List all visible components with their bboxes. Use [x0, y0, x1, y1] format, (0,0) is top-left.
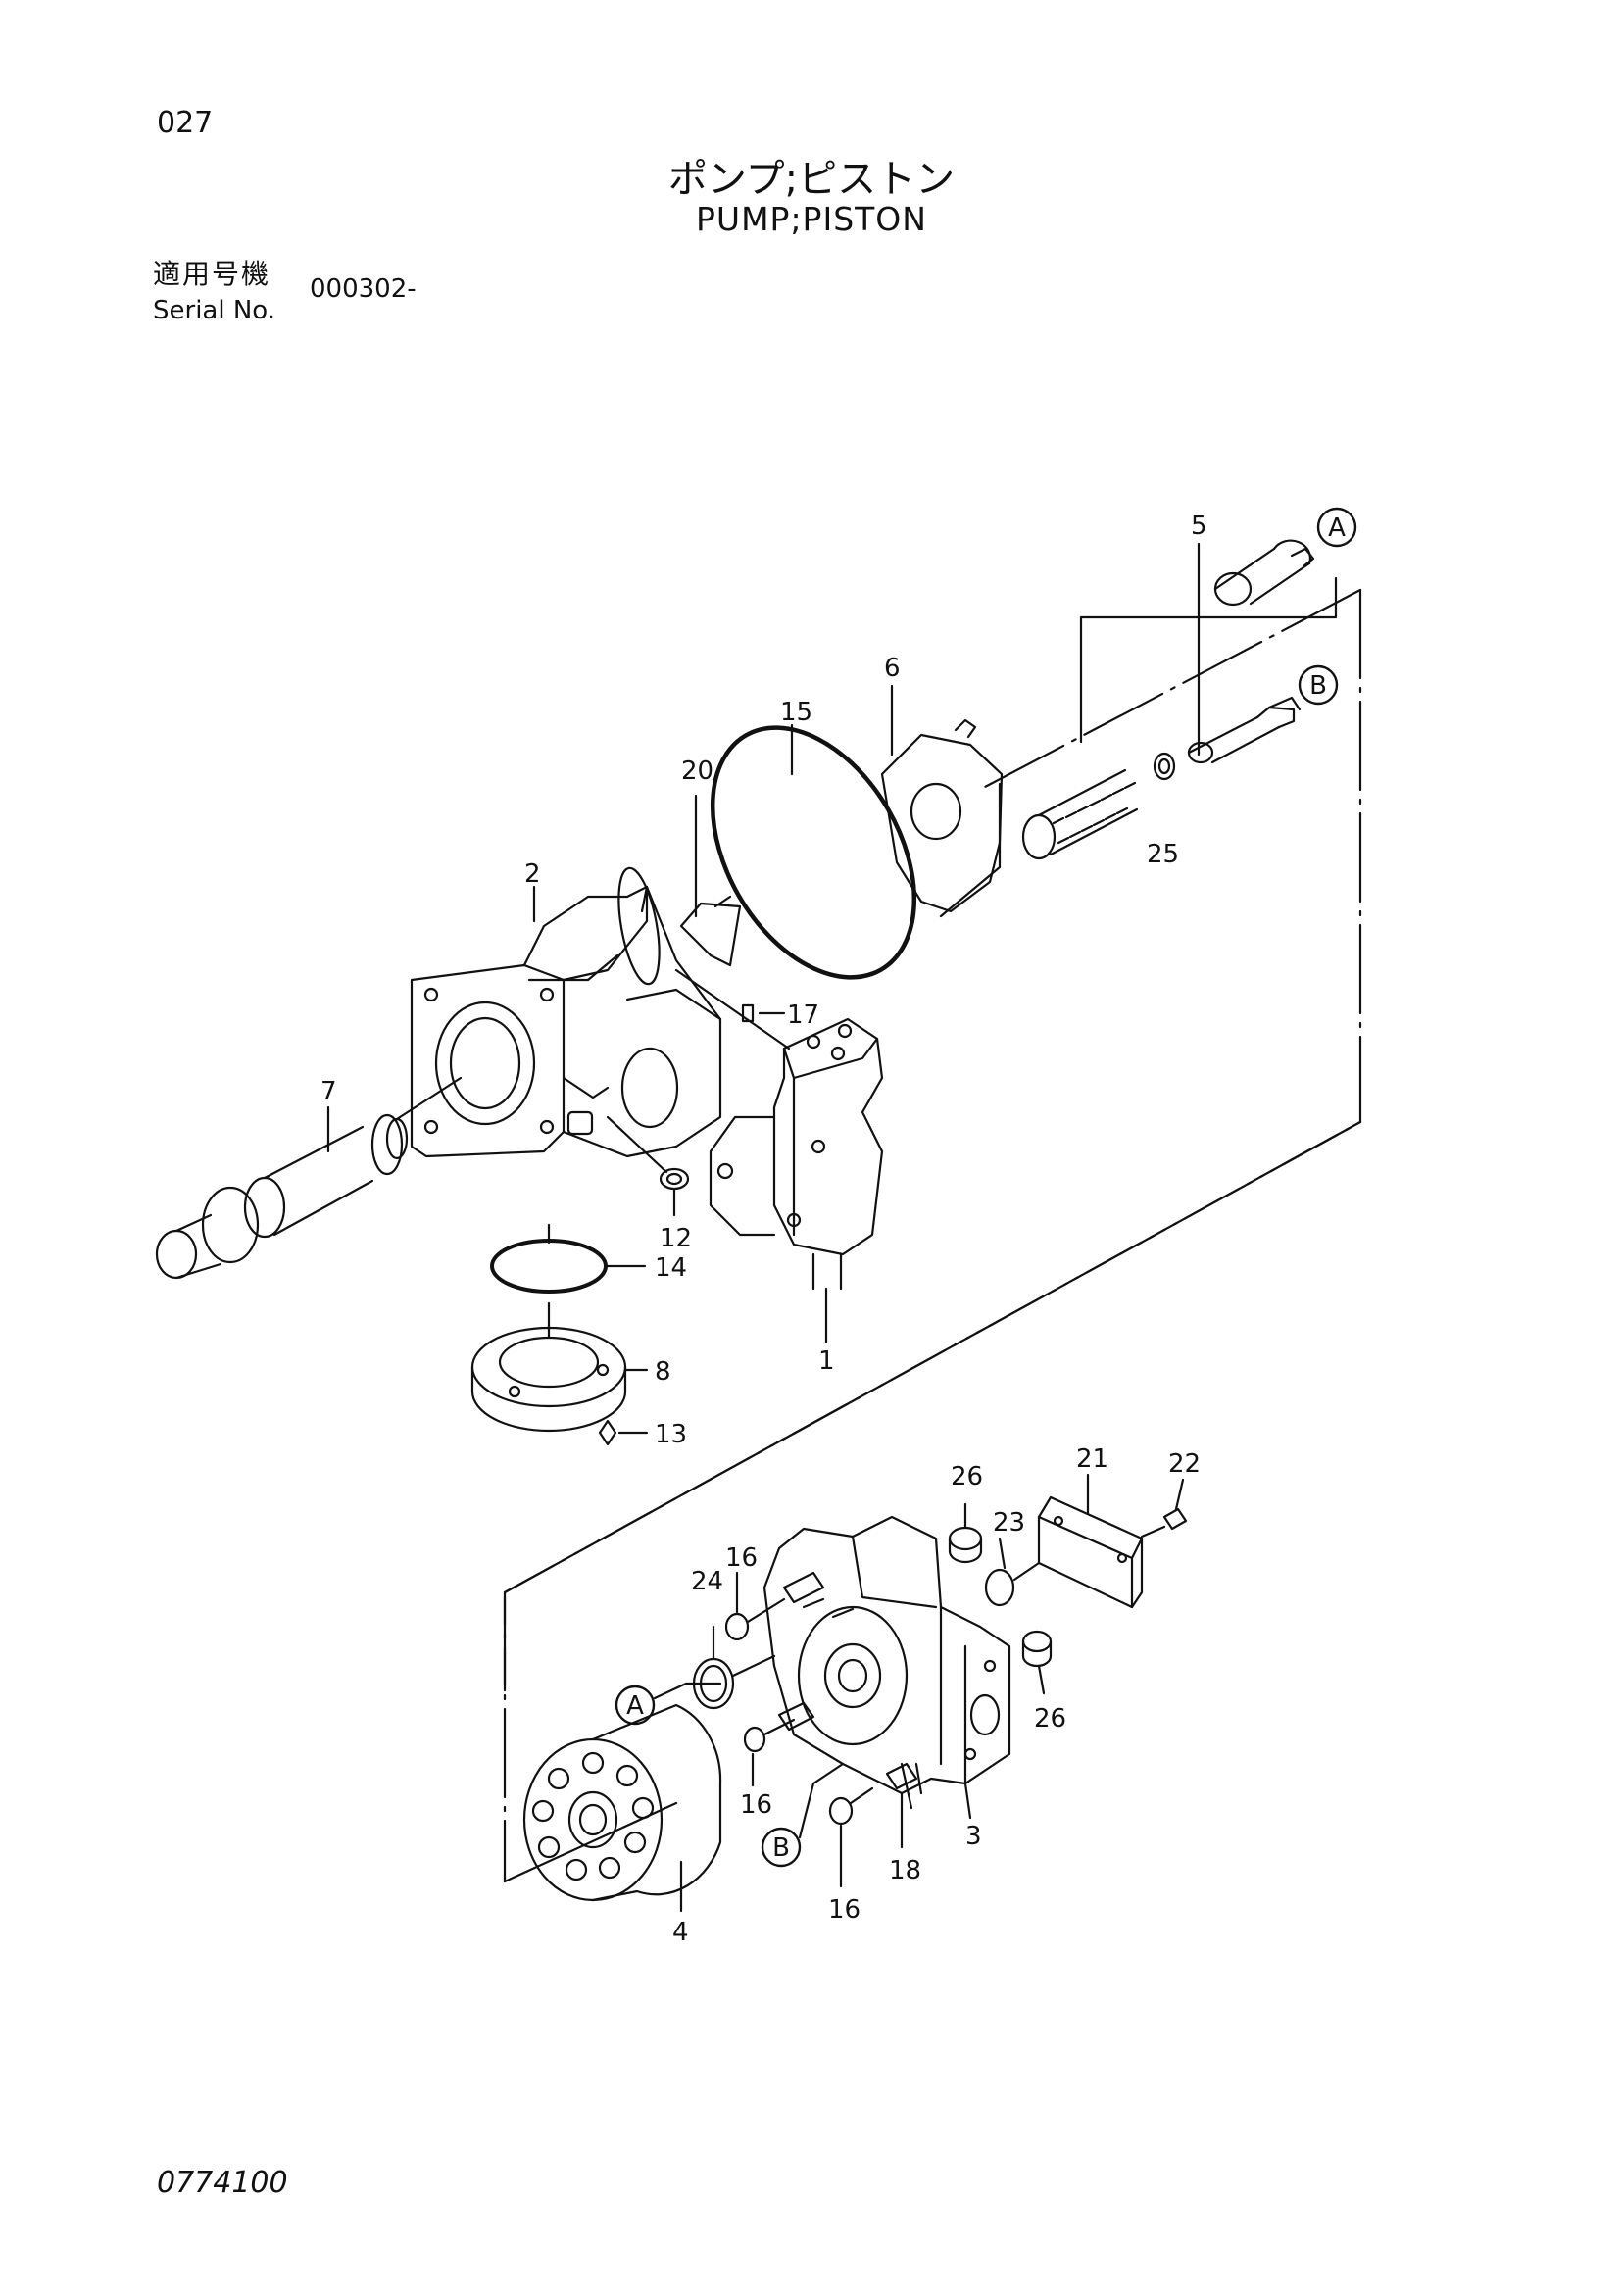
ref-a-top: A [1316, 507, 1357, 548]
ref-a-bottom-leader [653, 1682, 722, 1700]
part-6-swash-plate [880, 718, 1004, 918]
top-cylinder-a [1213, 539, 1315, 607]
part-4-cylinder-block [522, 1703, 722, 1913]
part-16-o-rings [724, 1571, 874, 1888]
rod-b [1187, 696, 1302, 764]
part-5-bracket [1079, 542, 1338, 757]
callout-1: 1 [818, 1346, 835, 1376]
callout-22: 22 [1168, 1449, 1201, 1479]
callout-16b: 16 [740, 1790, 772, 1820]
part-12-plug [606, 1115, 690, 1217]
callout-13: 13 [655, 1420, 687, 1449]
title-english: PUMP;PISTON [696, 200, 927, 238]
assembly-frame [503, 588, 1362, 1883]
callout-8: 8 [655, 1357, 671, 1387]
callout-15: 15 [780, 698, 812, 727]
part-22-screw [1140, 1478, 1188, 1539]
part-2-pump-casing [410, 866, 722, 1158]
callout-labels: 1 2 3 4 5 6 7 8 12 13 14 15 16 16 16 17 … [320, 512, 1207, 1947]
callout-20: 20 [681, 757, 713, 786]
callout-18: 18 [889, 1856, 921, 1885]
callout-5: 5 [1191, 512, 1207, 541]
callout-16a: 16 [725, 1543, 758, 1573]
title-japanese: ポンプ;ピストン [667, 157, 956, 202]
ref-b-bottom-leader [798, 1762, 845, 1839]
part-13-bolt [598, 1419, 649, 1446]
part-17-screw [674, 968, 791, 1050]
drawing-number: 0774100 [157, 2166, 288, 2200]
callout-16c: 16 [828, 1895, 861, 1925]
callout-21: 21 [1076, 1444, 1108, 1474]
callout-24: 24 [691, 1567, 723, 1596]
serial-value: 000302- [310, 274, 417, 304]
leader-lines [326, 684, 894, 1153]
part-1-regulator [709, 1017, 884, 1344]
callout-6: 6 [884, 654, 901, 683]
part-14-o-ring [490, 1223, 647, 1294]
part-15-o-ring [710, 725, 917, 980]
part-8-seal-cover [470, 1301, 649, 1433]
callout-17: 17 [787, 1001, 819, 1030]
callout-4: 4 [672, 1918, 689, 1947]
spring [1021, 752, 1176, 860]
svg-text:B: B [1309, 671, 1327, 701]
callout-2: 2 [524, 859, 541, 889]
svg-text:A: A [1328, 513, 1346, 543]
callout-7: 7 [320, 1077, 337, 1106]
callout-26a: 26 [951, 1462, 983, 1491]
callout-14: 14 [655, 1253, 687, 1283]
svg-text:B: B [772, 1833, 790, 1863]
part-21-cover-plate [1037, 1473, 1144, 1609]
part-7-shaft [155, 1076, 463, 1280]
callout-23: 23 [993, 1508, 1025, 1538]
part-26-plugs [948, 1502, 1053, 1695]
callout-3: 3 [965, 1822, 982, 1851]
ref-a-bottom: A [615, 1685, 656, 1726]
part-20-plate [679, 794, 742, 967]
serial-label-english: Serial No. [153, 296, 275, 325]
callout-26b: 26 [1034, 1704, 1066, 1734]
callout-12: 12 [660, 1224, 692, 1253]
ref-b-top: B [1298, 664, 1339, 706]
serial-label-japanese: 適用号機 [153, 258, 271, 290]
part-23-o-ring [984, 1537, 1041, 1607]
svg-text:A: A [626, 1691, 644, 1721]
ref-b-bottom: B [761, 1827, 802, 1868]
callout-25: 25 [1147, 840, 1179, 869]
page-number: 027 [157, 106, 214, 140]
